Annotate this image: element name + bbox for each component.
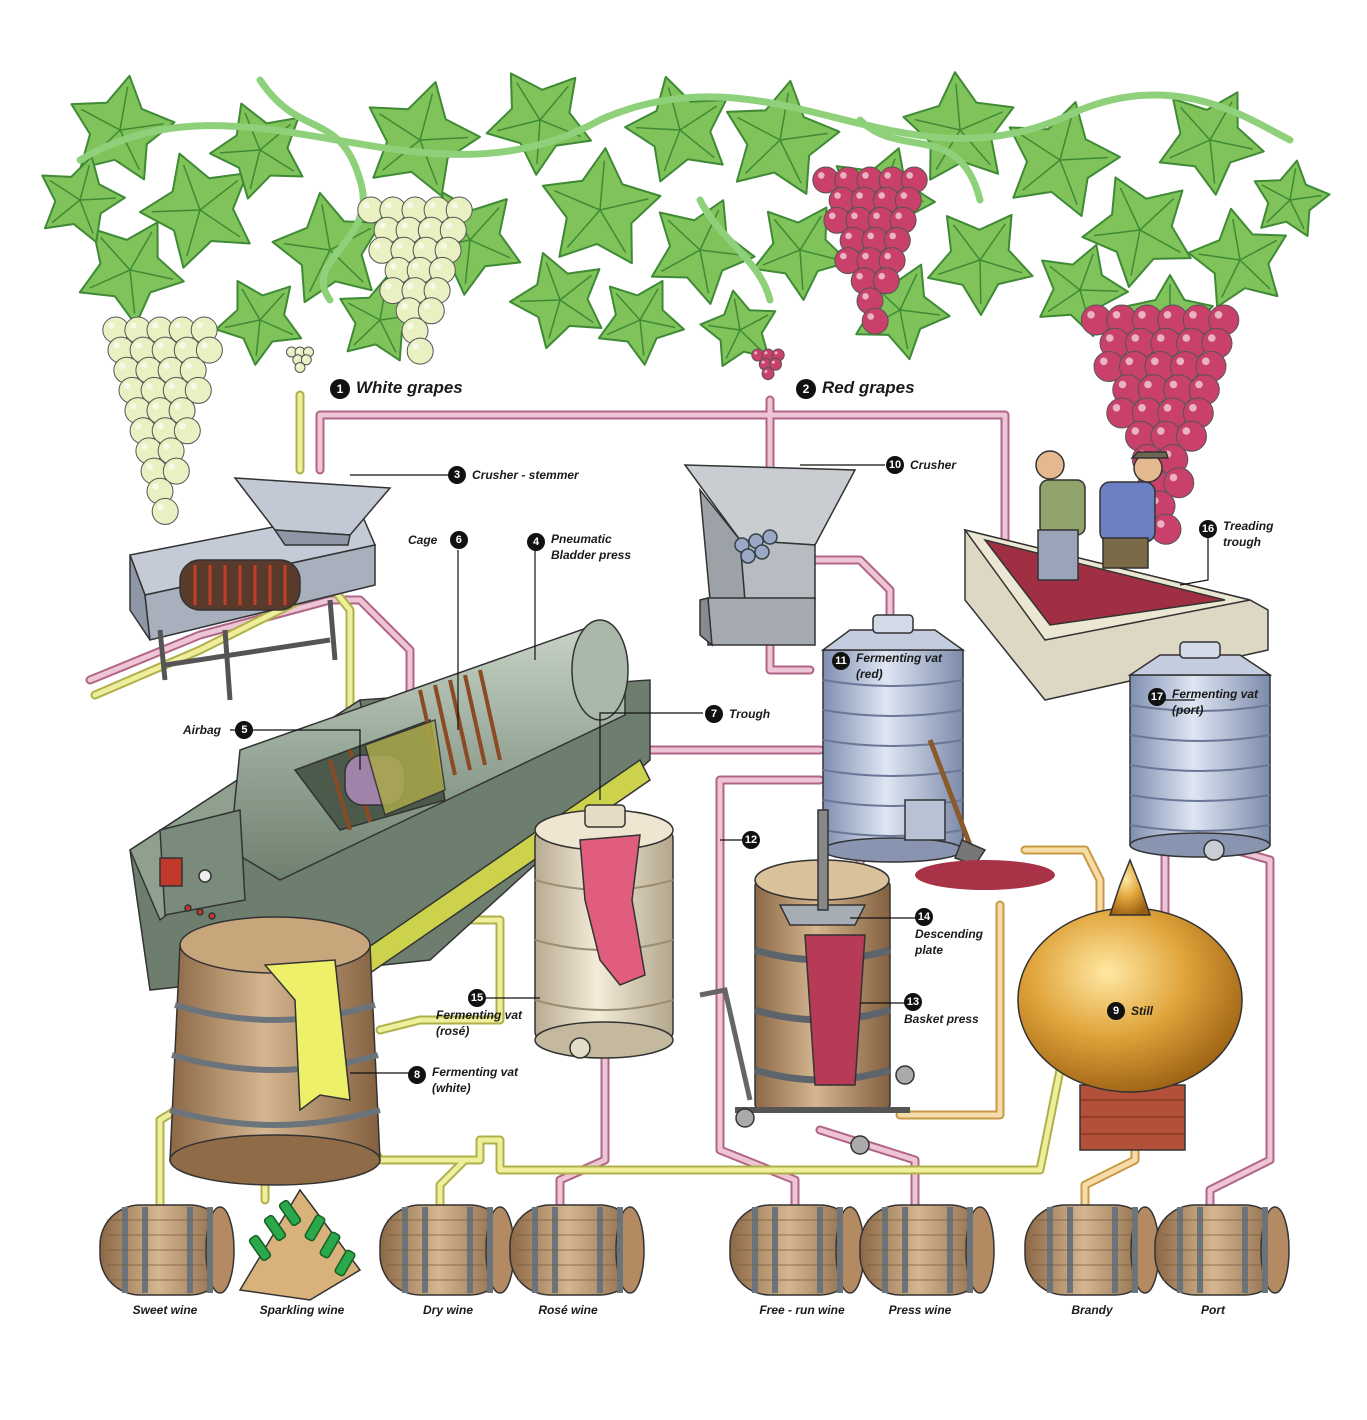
still-copper (1017, 857, 1243, 1151)
product-label-sweet-wine: Sweet wine (132, 1303, 198, 1317)
sparkling-wine-rack (238, 1188, 362, 1301)
crusher-stemmer-machine (128, 477, 392, 701)
fermenting-vat-red (820, 614, 1055, 890)
basket-press (699, 809, 915, 1155)
white-grape-bunch-small (286, 346, 314, 373)
fermenting-vat-white (169, 916, 381, 1186)
red-grape-bunch-right (1080, 304, 1240, 545)
label-cage: Cage 6 (408, 531, 474, 549)
product-label-press-wine: Press wine (888, 1303, 952, 1317)
product-label-sparkling-wine: Sparkling wine (259, 1303, 345, 1317)
product-label-rose-wine: Rosé wine (538, 1303, 598, 1317)
person-treading-left (1035, 450, 1086, 581)
crusher-machine (683, 464, 857, 647)
white-grape-bunch-center (357, 196, 473, 365)
red-grape-bunch-center (812, 166, 928, 335)
fermenting-vat-rose (534, 804, 674, 1059)
product-label-dry-wine: Dry wine (422, 1303, 473, 1317)
product-label-brandy: Brandy (1071, 1303, 1113, 1317)
product-barrels (99, 1204, 1290, 1296)
fermenting-vat-port (1127, 641, 1273, 861)
person-treading-right (1099, 451, 1170, 569)
label-pipe-12: 12 (742, 831, 766, 849)
callout-leader-lines (230, 464, 1209, 1074)
product-label-free-run-wine: Free - run wine (759, 1303, 845, 1317)
vine-tendrils (76, 76, 1294, 304)
pneumatic-bladder-press (129, 619, 651, 991)
white-grape-bunch-left (102, 316, 223, 525)
red-grape-bunch-small (751, 348, 785, 381)
label-airbag: Airbag 5 (183, 721, 259, 739)
product-label-port: Port (1201, 1303, 1225, 1317)
